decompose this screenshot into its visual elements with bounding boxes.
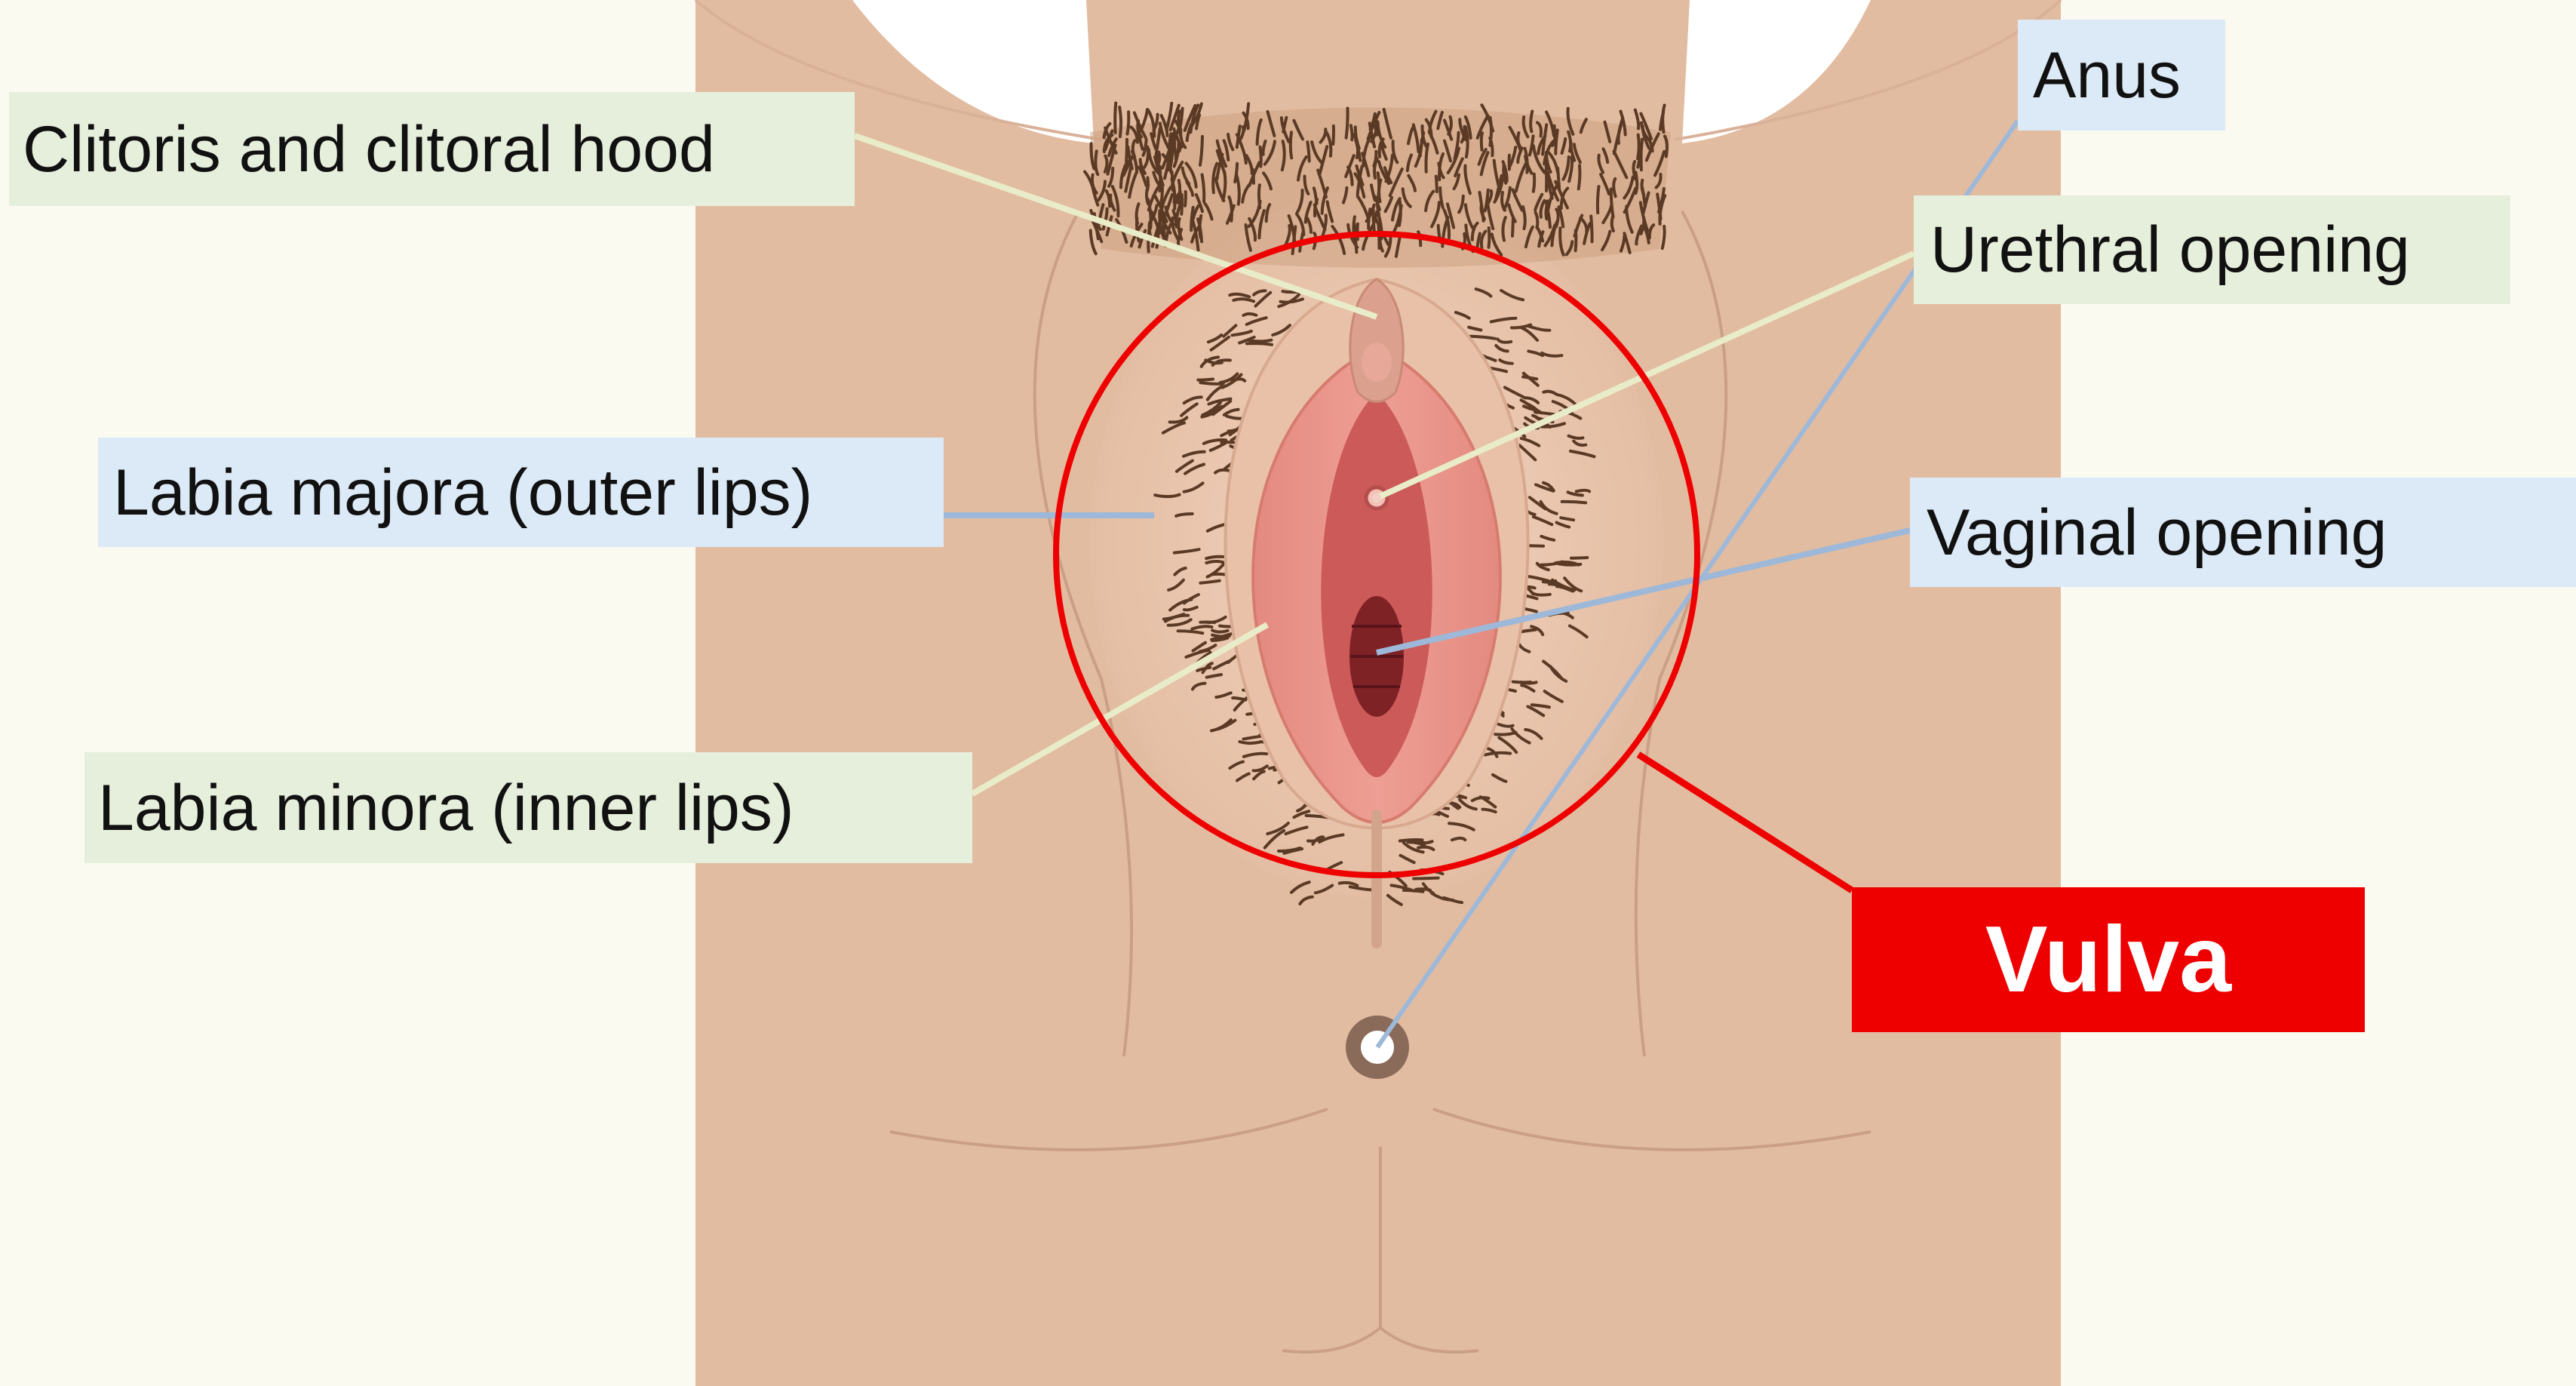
clitoris-shape xyxy=(1362,343,1392,382)
labia-minora-label: Labia minora (inner lips) xyxy=(84,752,972,863)
hair-strand xyxy=(1126,140,1127,161)
hair-strand xyxy=(1373,210,1374,230)
hair-strand xyxy=(1243,314,1256,315)
hair-strand xyxy=(1379,180,1380,202)
hair-strand xyxy=(1346,109,1348,138)
hair-strand xyxy=(1240,742,1260,743)
hair-strand xyxy=(1351,125,1352,140)
hair-strand xyxy=(1119,107,1121,137)
hair-strand xyxy=(1612,217,1613,232)
hair-strand xyxy=(1253,170,1254,183)
hair-strand xyxy=(1414,878,1438,879)
hair-strand xyxy=(1333,126,1334,144)
hair-strand xyxy=(1260,147,1261,167)
hair-strand xyxy=(1512,219,1513,236)
clitoris-label: Clitoris and clitoral hood xyxy=(9,92,855,206)
hair-strand xyxy=(1489,228,1490,247)
hair-strand xyxy=(1591,217,1592,242)
urethral-dot xyxy=(1372,493,1381,502)
urethral-opening-label: Urethral opening xyxy=(1914,195,2510,304)
hair-strand xyxy=(1513,682,1531,683)
hair-strand xyxy=(1613,179,1615,196)
hair-strand xyxy=(1577,490,1589,492)
hair-strand xyxy=(1259,185,1260,207)
hair-strand xyxy=(1249,340,1272,342)
hair-strand xyxy=(1555,130,1557,153)
hair-strand xyxy=(1635,172,1637,193)
hair-strand xyxy=(1452,838,1465,840)
labia-majora-label: Labia majora (outer lips) xyxy=(98,438,944,547)
hair-strand xyxy=(1417,841,1432,843)
vulva-label: Vulva xyxy=(1852,887,2365,1032)
hair-strand xyxy=(1247,343,1272,345)
anus-label: Anus xyxy=(2018,20,2225,131)
hair-strand xyxy=(1115,103,1116,134)
hair-strand xyxy=(1531,112,1532,132)
hair-strand xyxy=(1481,133,1482,149)
hair-strand xyxy=(1638,135,1639,159)
hair-strand xyxy=(1436,177,1437,192)
hair-strand xyxy=(1598,186,1599,213)
hair-strand xyxy=(1171,141,1172,166)
hair-strand xyxy=(1185,192,1186,206)
hair-strand xyxy=(1546,163,1547,191)
hair-strand xyxy=(1562,502,1586,503)
hair-strand xyxy=(1212,630,1228,632)
hair-strand xyxy=(1579,165,1580,189)
hair-strand xyxy=(1368,209,1370,229)
hair-strand xyxy=(1232,379,1245,380)
hair-strand xyxy=(1127,112,1128,134)
vaginal-opening-label: Vaginal opening xyxy=(1910,478,2576,587)
hair-strand xyxy=(1307,142,1309,161)
hair-strand xyxy=(1558,168,1559,190)
